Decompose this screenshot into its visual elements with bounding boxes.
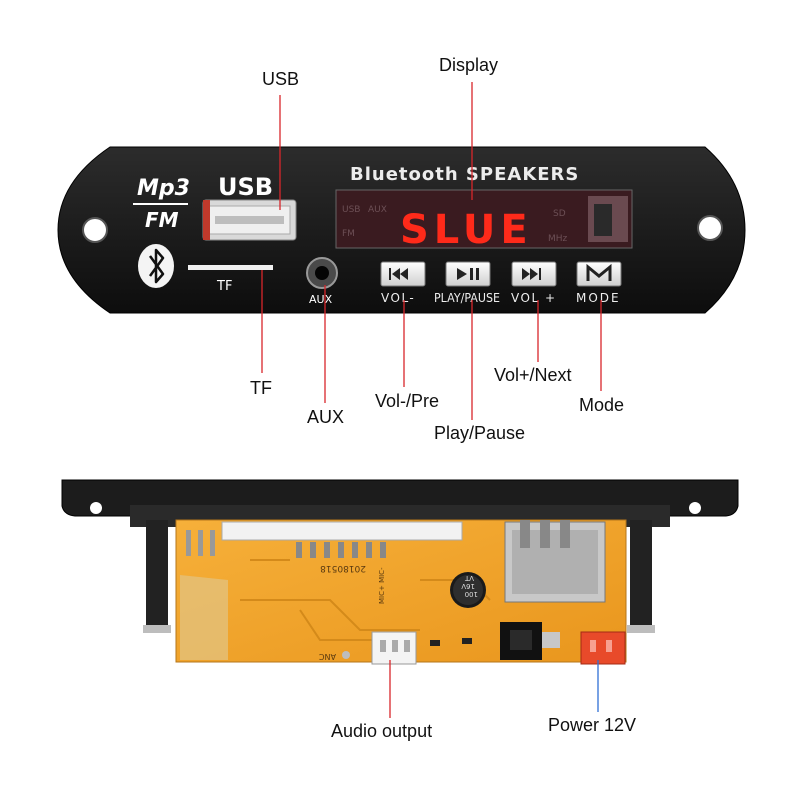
post-clip-left [143,625,171,633]
anc-text: ANC [319,652,336,661]
cap-text-2: 16V [461,582,475,590]
post-clip-right [627,625,655,633]
indicator-fm: FM [342,229,355,239]
display-digits: SLUE [400,207,533,253]
vol-up-button[interactable] [511,261,557,287]
voltage-regulator [500,622,560,660]
callout-vol-pre: Vol-/Pre [375,391,440,411]
aux-jack[interactable] [306,257,338,289]
usb-port[interactable] [202,199,297,241]
callout-play-pause: Play/Pause [434,423,526,443]
left-pins [186,530,215,556]
mounting-hole-right [697,215,723,241]
ribbon-connector [221,521,463,541]
callout-tf: TF [250,378,272,398]
front-panel: Mp3 FM USB TF AUX Bluetooth SPEAKERS [57,146,746,314]
bt-antenna-area [180,575,228,660]
callout-aux: AUX [307,407,345,427]
aux-print: AUX [309,293,333,306]
panel-title: Bluetooth SPEAKERS [350,164,579,185]
cap-text-3: VT [464,574,474,582]
callout-audio-output: Audio output [331,721,433,741]
mounting-hole-left [82,217,108,243]
rear-mounting-hole-left [90,502,102,514]
vol-down-button[interactable] [380,261,426,287]
smd-component-1 [430,640,440,646]
tf-slot[interactable] [188,265,273,270]
anc-pad [342,651,350,659]
logo-fm: FM [145,208,179,232]
vol-up-label: VOL + [511,291,557,305]
indicator-usb: USB [342,205,360,215]
header-pins [296,542,386,558]
module-rear-view: 20180518 100 16V VT MIC+ MIC- ANC [61,479,739,665]
indicator-mhz: MHz [548,234,568,244]
play-pause-label: PLAY/PAUSE [434,291,500,305]
vol-down-label: VOL- [381,291,415,305]
rear-mounting-hole-right [689,502,701,514]
play-pause-button[interactable] [445,261,491,287]
smd-component-2 [462,638,472,644]
power-connector [580,631,626,665]
usb-print: USB [218,173,273,201]
side-post-right [630,520,652,628]
capacitor: 100 16V VT [450,572,486,608]
callout-usb: USB [262,69,300,89]
mode-label: MODE [576,291,621,305]
mode-button[interactable] [576,261,622,287]
side-post-left [146,520,168,628]
audio-output-connector [371,631,417,665]
logo-mp3: Mp3 [137,176,190,201]
mic-text: MIC+ MIC- [378,567,386,604]
tf-print: TF [216,279,232,294]
bluetooth-icon [138,244,174,288]
callout-lines [261,82,602,718]
callout-power: Power 12V [548,715,637,735]
indicator-sd: SD [553,209,566,219]
cap-text-1: 100 [465,590,478,598]
indicator-aux: AUX [368,205,387,215]
callout-mode: Mode [579,395,625,415]
callout-display: Display [439,55,499,75]
led-display: USB AUX FM SD MHz SLUE [335,189,633,253]
pcb-code: 20180518 [320,563,366,573]
callout-vol-next: Vol+/Next [494,365,572,385]
